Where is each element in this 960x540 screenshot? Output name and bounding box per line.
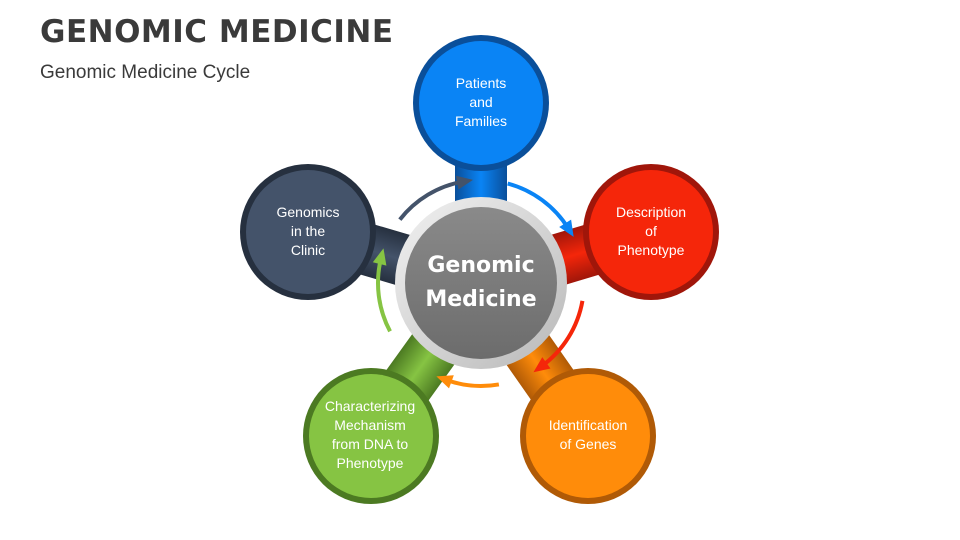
cycle-arrow-3 <box>445 377 500 388</box>
node-label-characterizing-mechanism: Characterizing Mechanism from DNA to Phe… <box>324 398 416 471</box>
node-label-description-of-phenotype: Description of Phenotype <box>615 204 687 258</box>
cycle-arrowhead-2 <box>533 357 551 373</box>
node-description-of-phenotype <box>583 164 719 300</box>
node-genomics-in-the-clinic <box>240 164 376 300</box>
cycle-arrow-4 <box>376 257 392 333</box>
node-label-identification-of-genes: Identification of Genes <box>548 417 628 452</box>
node-patients-and-families <box>413 35 549 171</box>
node-identification-of-genes <box>520 368 656 504</box>
cycle-arrowhead-5 <box>455 175 473 190</box>
page-title: GENOMIC MEDICINE <box>40 14 394 50</box>
node-label-patients-and-families: Patients and Families <box>454 75 508 129</box>
hub-circle <box>405 207 557 359</box>
cycle-arrow-1 <box>507 181 571 230</box>
cycle-arrow-2 <box>540 300 585 368</box>
cycle-arrowhead-3 <box>436 375 454 389</box>
cycle-arrow-5 <box>398 179 464 221</box>
cycle-arrowhead-4 <box>372 248 387 266</box>
page-subtitle: Genomic Medicine Cycle <box>40 62 251 83</box>
node-label-genomics-in-the-clinic: Genomics in the Clinic <box>276 204 340 258</box>
hub-label: Genomic Medicine <box>425 253 537 312</box>
cycle-arrowhead-1 <box>559 219 574 237</box>
node-characterizing-mechanism <box>303 368 439 504</box>
